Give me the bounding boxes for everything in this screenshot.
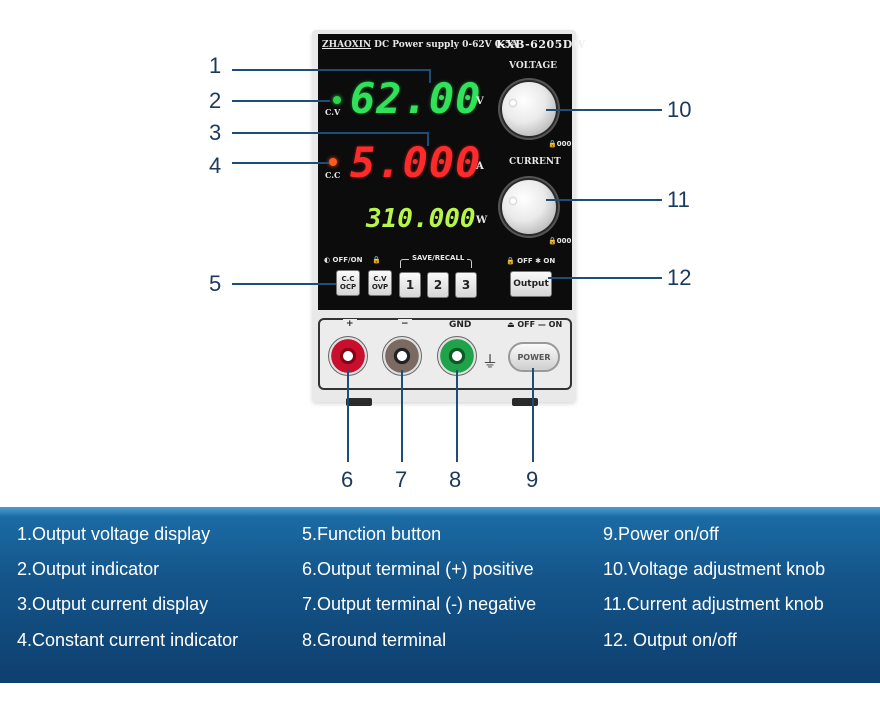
callout-number-11: 11 bbox=[667, 187, 690, 212]
current-unit: A bbox=[476, 161, 484, 172]
callout-number-7: 7 bbox=[395, 467, 408, 492]
callout-line-9 bbox=[532, 368, 534, 462]
callout-line-1-drop bbox=[429, 69, 431, 83]
callout-line-2 bbox=[232, 100, 330, 102]
plus-label: + bbox=[343, 319, 357, 329]
legend-item: 3.Output current display bbox=[17, 594, 209, 614]
voltage-display: 62.00 bbox=[350, 74, 482, 123]
cv-indicator-led bbox=[333, 96, 341, 104]
left-foot bbox=[346, 398, 372, 406]
callout-number-8: 8 bbox=[449, 467, 462, 492]
current-adjust-knob[interactable] bbox=[502, 180, 556, 234]
current-knob-label: CURRENT bbox=[509, 157, 561, 167]
cv-ovp-line1: C.V bbox=[373, 275, 387, 283]
legend-item: 6.Output terminal (+) positive bbox=[302, 559, 534, 579]
cc-ocp-line1: C.C bbox=[341, 275, 355, 283]
gnd-label: GND bbox=[446, 320, 475, 330]
memory-button-2[interactable]: 2 bbox=[427, 272, 449, 298]
cc-label: C.C bbox=[325, 170, 341, 180]
power-button[interactable]: POWER bbox=[508, 342, 560, 372]
power-unit: W bbox=[476, 215, 488, 226]
legend-item: 9.Power on/off bbox=[603, 524, 719, 544]
callout-number-9: 9 bbox=[526, 467, 539, 492]
cv-label: C.V bbox=[325, 107, 341, 117]
current-display: 5.000 bbox=[350, 138, 482, 187]
legend-item: 12. Output on/off bbox=[603, 630, 737, 650]
callout-line-1 bbox=[232, 69, 430, 71]
callout-line-3-drop bbox=[427, 132, 429, 146]
output-button[interactable]: Output bbox=[510, 271, 552, 297]
power-display: 310.000 bbox=[366, 204, 476, 234]
ground-symbol-icon: ⏚ bbox=[482, 352, 499, 371]
brand-text: DC Power supply 0-62V 0-5A bbox=[374, 40, 519, 50]
legend-band-highlight bbox=[0, 507, 880, 517]
callout-line-11 bbox=[546, 199, 662, 201]
callout-number-10: 10 bbox=[667, 97, 692, 122]
callout-number-5: 5 bbox=[209, 271, 222, 296]
legend-item: 11.Current adjustment knob bbox=[603, 594, 824, 614]
legend-item: 4.Constant current indicator bbox=[17, 630, 239, 650]
save-recall-label: SAVE/RECALL bbox=[409, 254, 468, 262]
voltage-fine-text: 000 bbox=[556, 140, 572, 148]
callout-line-3 bbox=[232, 132, 428, 134]
callout-line-6 bbox=[347, 370, 349, 462]
current-fine-mark: 🔒000 bbox=[548, 237, 572, 245]
callout-line-12 bbox=[548, 277, 662, 279]
legend-item: 10.Voltage adjustment knob bbox=[603, 559, 826, 579]
minus-label: − bbox=[398, 319, 412, 329]
callout-line-8 bbox=[456, 370, 458, 462]
callout-number-3: 3 bbox=[209, 120, 222, 145]
memory-button-1[interactable]: 1 bbox=[399, 272, 421, 298]
callout-number-1: 1 bbox=[209, 53, 222, 78]
current-fine-text: 000 bbox=[556, 237, 572, 245]
cc-ocp-line2: OCP bbox=[339, 283, 357, 291]
legend-item: 2.Output indicator bbox=[17, 559, 160, 579]
right-foot bbox=[512, 398, 538, 406]
cv-ovp-line2: OVP bbox=[371, 283, 389, 291]
output-switch-label: 🔒 OFF ✱ ON bbox=[506, 257, 556, 265]
memory-button-3[interactable]: 3 bbox=[455, 272, 477, 298]
front-panel bbox=[318, 34, 572, 310]
output-switch-text: OFF ✱ ON bbox=[517, 257, 556, 265]
brand-logo: ZHAOXIN bbox=[322, 40, 372, 50]
callout-line-7 bbox=[401, 370, 403, 462]
ground-terminal[interactable] bbox=[437, 336, 477, 376]
callout-line-4 bbox=[232, 162, 329, 164]
voltage-fine-mark: 🔒000 bbox=[548, 140, 572, 148]
callout-line-10 bbox=[546, 109, 662, 111]
voltage-unit: V bbox=[476, 96, 484, 107]
legend-item: 8.Ground terminal bbox=[302, 630, 447, 650]
power-switch-label: ⏏ OFF — ON bbox=[504, 320, 566, 329]
callout-number-2: 2 bbox=[209, 88, 222, 113]
callout-number-4: 4 bbox=[209, 153, 222, 178]
legend-item: 1.Output voltage display bbox=[17, 524, 211, 544]
callout-number-12: 12 bbox=[667, 265, 692, 290]
positive-terminal[interactable] bbox=[328, 336, 368, 376]
voltage-knob-label: VOLTAGE bbox=[509, 61, 557, 71]
callout-line-5 bbox=[232, 283, 336, 285]
callout-number-6: 6 bbox=[341, 467, 354, 492]
legend-band bbox=[0, 507, 880, 683]
power-switch-text: OFF — ON bbox=[517, 320, 563, 329]
legend-item: 7.Output terminal (-) negative bbox=[302, 594, 537, 614]
cc-indicator-led bbox=[329, 158, 337, 166]
legend-item: 5.Function button bbox=[302, 524, 442, 544]
lock-off-on-text: OFF/ON bbox=[332, 256, 363, 264]
lock-off-on-label: ◐ OFF/ON 🔒 bbox=[324, 256, 381, 264]
model-number: KXB-6205DW bbox=[496, 38, 586, 51]
power-button-text: POWER bbox=[517, 352, 551, 362]
